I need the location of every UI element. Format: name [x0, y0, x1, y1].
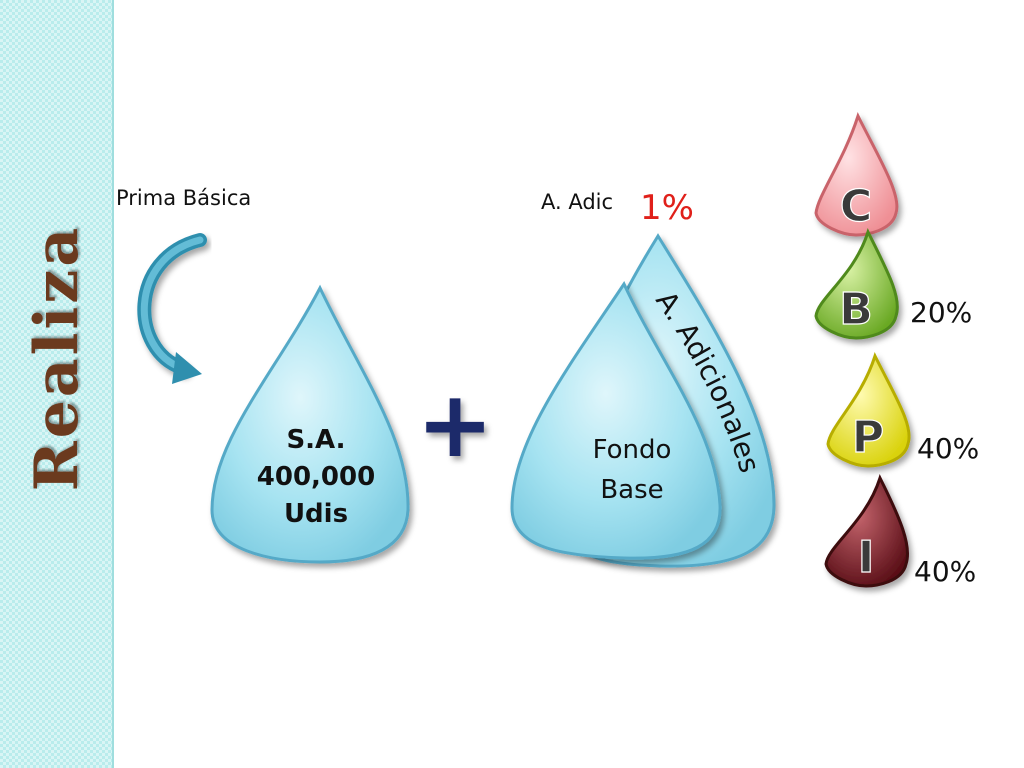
plus-sign: + — [416, 371, 493, 478]
curved-arrow — [137, 233, 207, 384]
drop-fondo-line1: Fondo — [592, 435, 672, 465]
drop-sa — [210, 284, 410, 564]
drop-sa-line1: S.A. — [286, 425, 346, 455]
drop-fondo-line2: Base — [600, 475, 664, 505]
drop-fondo-base — [510, 280, 722, 560]
drop-fondo-text: Fondo Base — [572, 430, 692, 510]
drop-sa-line3: Udis — [283, 499, 349, 529]
fund-drop-c — [814, 112, 899, 237]
percent-b: 20% — [910, 296, 973, 329]
fund-drop-b — [814, 228, 899, 340]
side-band — [0, 0, 112, 768]
fund-letter-i: I — [858, 532, 874, 583]
fund-drop-i — [824, 474, 910, 588]
fund-letter-b: B — [839, 284, 873, 335]
percent-i: 40% — [914, 555, 977, 588]
label-prima-basica: Prima Básica — [116, 186, 252, 210]
drop-sa-line2: 400,000 — [256, 462, 376, 492]
label-a-adic: A. Adic — [541, 190, 614, 214]
fund-letter-c: C — [840, 181, 872, 232]
fund-letter-p: P — [852, 412, 884, 463]
side-divider — [112, 0, 114, 768]
label-a-adic-percent: 1% — [640, 188, 694, 228]
fund-type-stack: C B P I — [814, 112, 911, 588]
fund-drop-p — [826, 352, 911, 468]
drop-sa-text: S.A. 400,000 Udis — [246, 422, 386, 533]
percent-p: 40% — [917, 432, 980, 465]
